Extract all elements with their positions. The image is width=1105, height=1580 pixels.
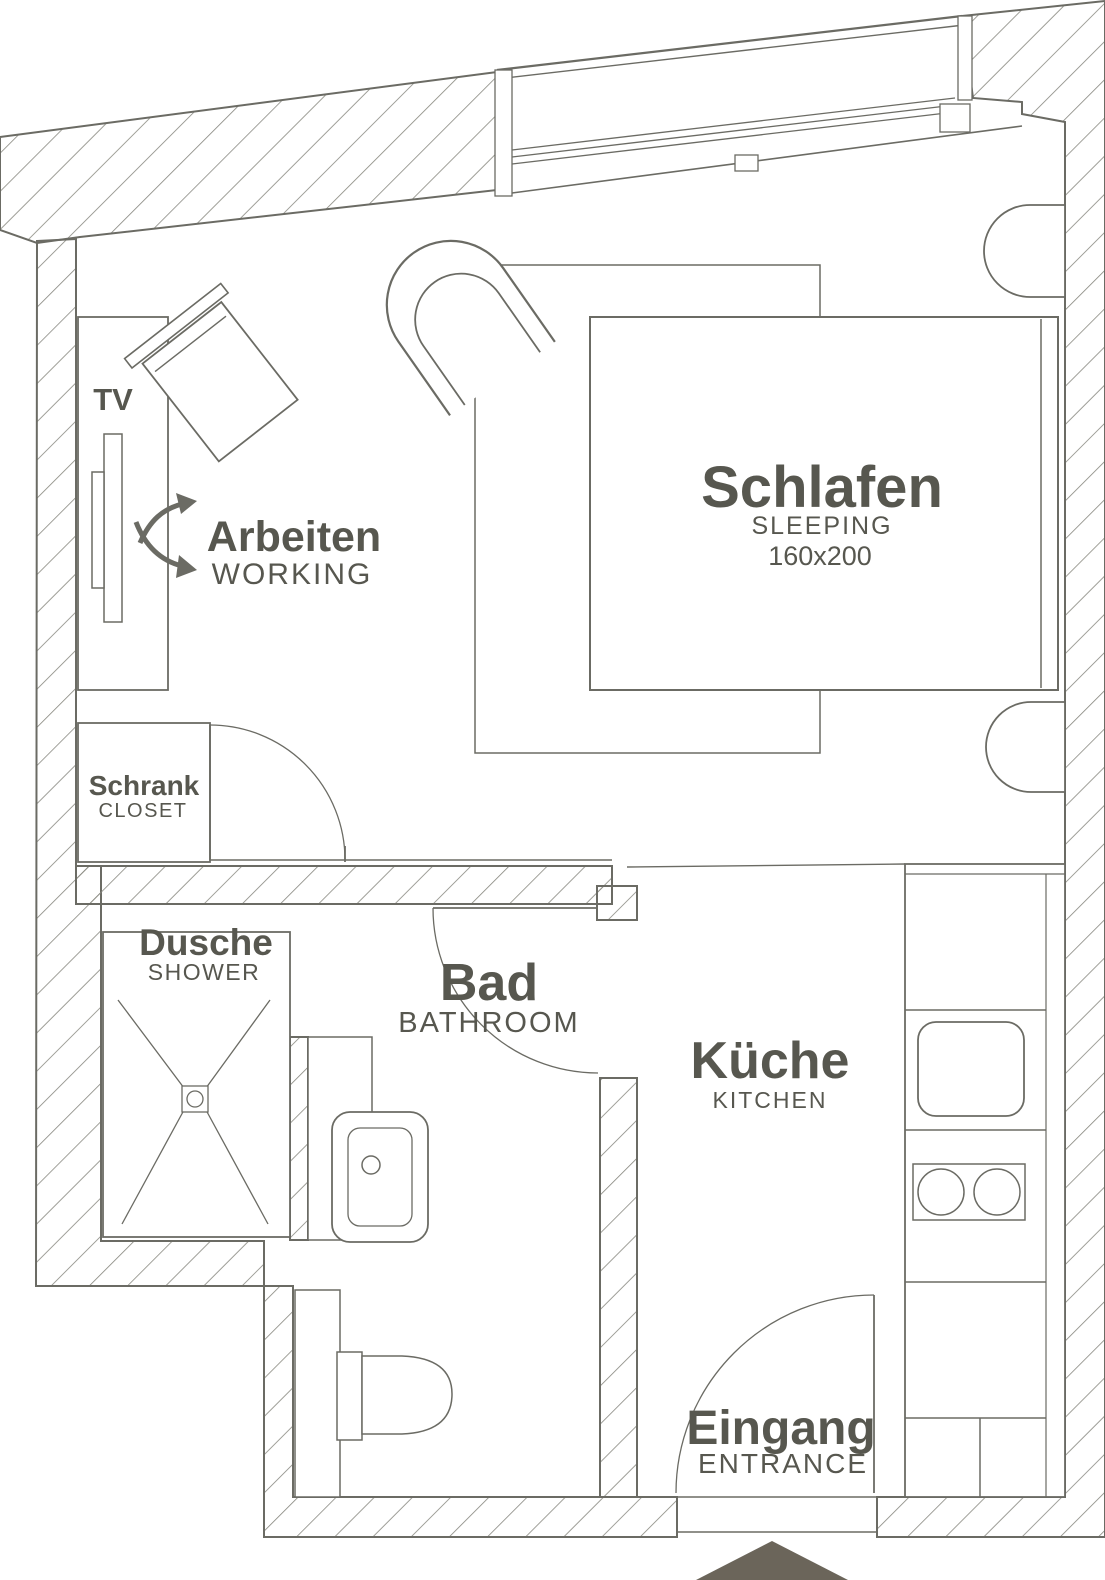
entrance-door-arc [675,1294,875,1494]
kitchen-sink [917,1021,1025,1117]
desk-chair [123,282,299,463]
wall-bathroom-east [599,1077,638,1498]
window-band [494,14,1023,197]
room-label-bathroom-en: BATHROOM [398,1007,579,1039]
bathroom-door-arc [432,907,599,1074]
room-label-entrance-en: ENTRANCE [698,1448,868,1479]
shower-drain [181,1085,209,1113]
window-sill-post-right [939,103,971,133]
room-label-shower-de: Dusche [139,922,273,963]
room-label-closet-de: Schrank [89,770,200,801]
washbasin-outer [331,1111,429,1243]
shower-drain-cap [186,1090,204,1108]
room-label-working-de: Arbeiten [207,513,381,561]
room-label-kitchen-en: KITCHEN [713,1087,828,1113]
wall-top-slanted [0,70,498,245]
toilet-tank [336,1351,363,1441]
window-mullion-middle [734,154,759,172]
wall-bathroom-door-stub [596,885,638,921]
tv-mount-panel [103,433,123,623]
room-label-sleeping-en: SLEEPING [751,512,892,540]
bed-outline [589,316,1059,691]
desk [77,316,169,691]
nightstand-top [983,204,1066,298]
closet: Schrank CLOSET [77,722,346,863]
entrance-arrow-icon [696,1541,848,1580]
washbasin-inner [347,1127,413,1227]
closet-body [77,722,211,863]
room-label-shower-en: SHOWER [148,959,261,985]
wall-shower-stub [289,1036,309,1241]
kitchen: Küche KITCHEN [691,863,1066,1498]
closet-door-arc [209,724,346,861]
bathroom-cabinet [294,1289,341,1498]
shower: Dusche SHOWER [102,922,291,1238]
bed-size-label: 160x200 [768,541,872,571]
bathroom: Bad BATHROOM [294,907,599,1498]
toilet [336,1351,453,1441]
shower-tray [102,931,291,1238]
window-post-right [957,15,973,101]
washbasin-drain [361,1155,381,1175]
tv-screen [91,471,105,589]
floor-edge-kitchen [626,863,906,868]
wall-left [34,237,265,1287]
room-label-closet-en: CLOSET [98,800,187,822]
room-label-bathroom-de: Bad [440,954,538,1012]
room-label-entrance-de: Eingang [686,1402,875,1455]
tv-swivel-arrows-icon [133,493,197,578]
toilet-bowl [361,1355,453,1435]
wall-middle-horizontal [75,865,613,905]
bed: Schlafen SLEEPING 160x200 [589,316,1059,691]
armchair [385,239,556,416]
desk-chair-seat [141,300,299,463]
entrance-threshold [676,1496,878,1533]
room-label-working-en: WORKING [212,558,373,591]
cooktop [912,1163,1026,1221]
room-label-kitchen-de: Küche [691,1032,850,1090]
room-label-sleeping-de: Schlafen [701,455,943,520]
desk-chair-back [123,282,230,370]
nightstand-bottom [985,701,1066,793]
tv-label: TV [93,382,133,417]
entrance: Eingang ENTRANCE [675,1294,878,1580]
window-jamb-left [494,69,513,197]
